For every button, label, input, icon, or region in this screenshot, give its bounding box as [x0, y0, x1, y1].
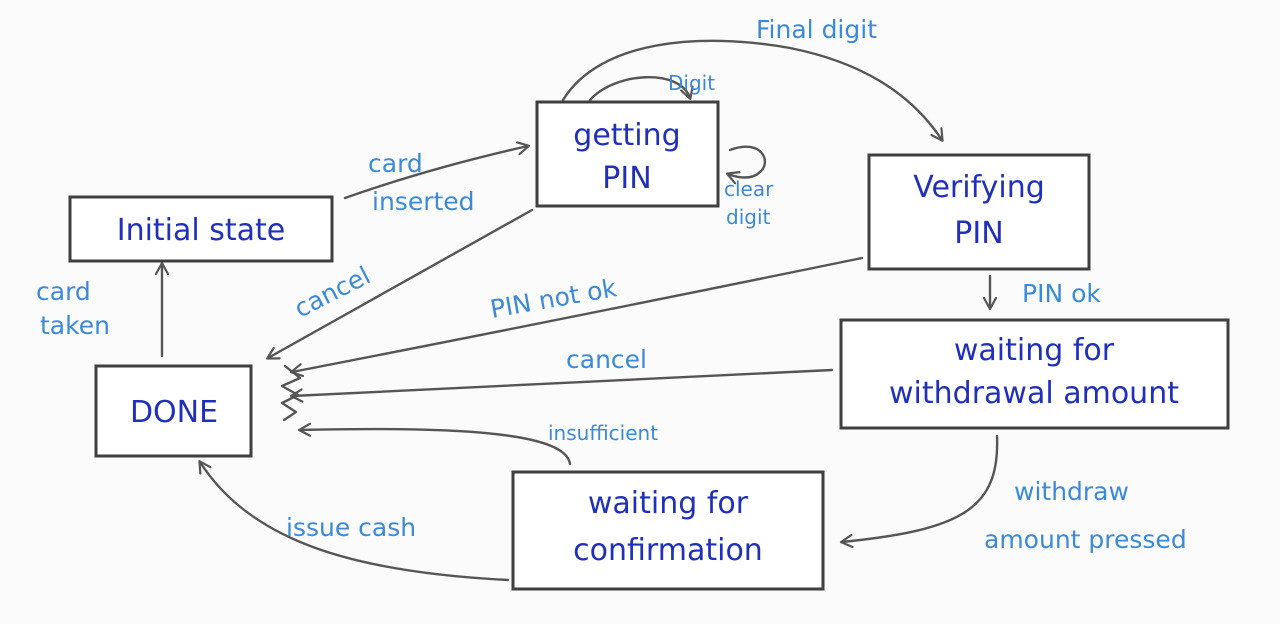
- label-cancel-from-pin: cancel: [290, 261, 375, 324]
- label-pin-ok: PIN ok: [1022, 279, 1101, 308]
- state-initial: Initial state: [68, 195, 334, 263]
- state-waiting-amount-line2: withdrawal amount: [889, 376, 1179, 411]
- state-getting-pin-line1: getting: [573, 118, 680, 153]
- label-pin-not-ok: PIN not ok: [488, 273, 619, 324]
- state-verifying-pin-line1: Verifying: [913, 170, 1045, 205]
- label-clear-digit-line2: digit: [726, 205, 771, 229]
- edge-digit-loop: [588, 76, 690, 102]
- label-card-taken-line1: card: [36, 277, 91, 306]
- state-getting-pin-line2: PIN: [602, 161, 651, 196]
- edge-pin-not-ok: [292, 256, 864, 372]
- edge-final-digit: [561, 39, 942, 140]
- edge-cancel-from-pin: [268, 208, 534, 358]
- edge-withdraw-pressed: [842, 434, 999, 542]
- label-digit: Digit: [668, 71, 715, 95]
- label-card-inserted-line1: card: [368, 149, 423, 178]
- label-clear-digit-line1: clear: [724, 177, 774, 201]
- label-issue-cash: issue cash: [286, 513, 416, 542]
- state-waiting-confirmation: waiting for confirmation: [511, 470, 825, 591]
- state-verifying-pin-line2: PIN: [954, 216, 1003, 251]
- state-verifying-pin: Verifying PIN: [867, 153, 1091, 271]
- state-waiting-confirmation-line2: confirmation: [573, 533, 763, 568]
- state-done: DONE: [94, 364, 253, 458]
- state-getting-pin: getting PIN: [535, 100, 720, 208]
- edge-issue-cash: [200, 462, 510, 582]
- state-waiting-confirmation-line1: waiting for: [588, 486, 749, 521]
- label-withdraw-pressed-line1: withdraw: [1014, 477, 1129, 506]
- state-done-label: DONE: [130, 395, 218, 430]
- state-initial-label: Initial state: [117, 213, 286, 248]
- edge-clear-digit-loop: [728, 145, 766, 178]
- label-cancel-from-amount: cancel: [566, 345, 647, 374]
- edge-card-inserted: [343, 146, 528, 200]
- edge-cancel-from-amount: [292, 368, 834, 396]
- state-waiting-amount: waiting for withdrawal amount: [839, 318, 1230, 430]
- label-withdraw-pressed-line2: amount pressed: [984, 525, 1187, 554]
- label-insufficient: insufficient: [548, 421, 658, 445]
- state-waiting-amount-line1: waiting for: [954, 333, 1115, 368]
- label-final-digit: Final digit: [756, 15, 877, 44]
- label-card-taken-line2: taken: [40, 311, 110, 340]
- label-card-inserted-line2: inserted: [372, 187, 475, 216]
- edge-merge-scribble: [280, 364, 302, 422]
- edge-insufficient: [300, 429, 572, 466]
